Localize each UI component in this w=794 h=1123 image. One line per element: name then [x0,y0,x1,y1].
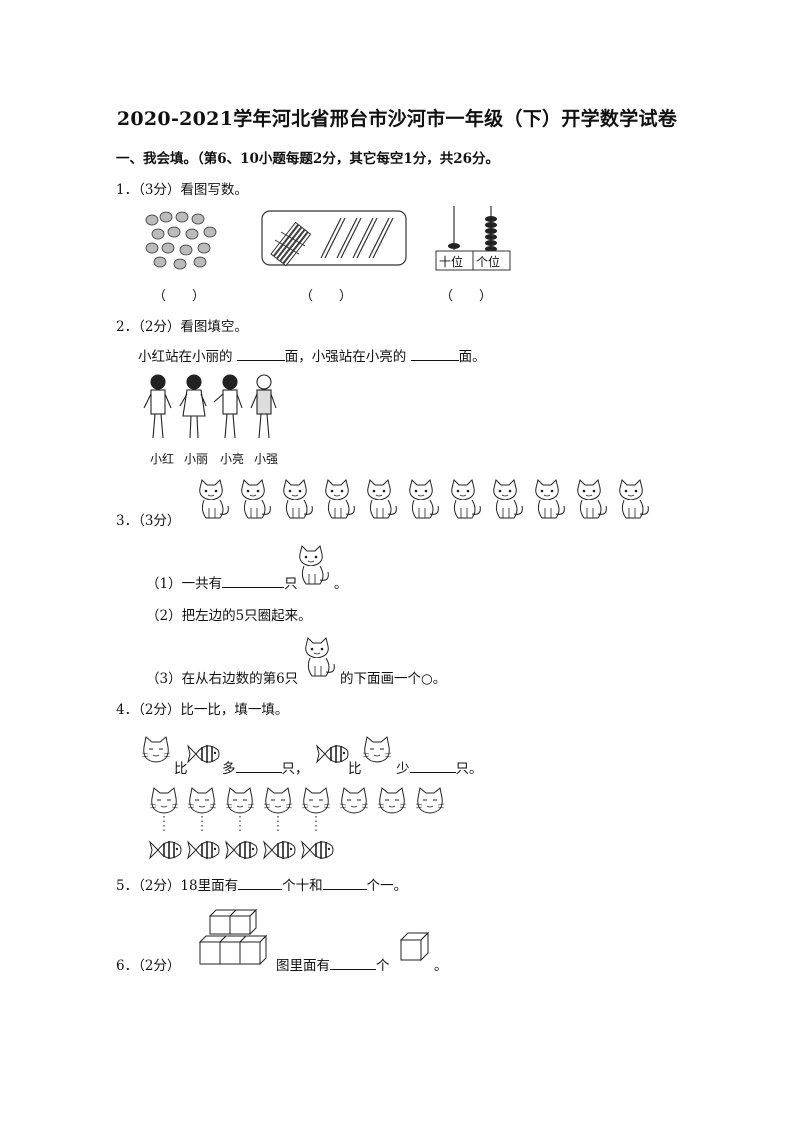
sentence-part-c: 面。 [458,349,486,365]
abacus-tens-label: 十位 [439,255,464,269]
page-title: 2020-2021学年河北省邢台市沙河市一年级（下）开学数学试卷 [116,108,678,130]
q4-text-unit2: 只。 [455,761,483,777]
answer-blank-3-1[interactable] [222,574,285,588]
sentence-part-b: 面，小强站在小亮的 [284,349,407,365]
sub1-text-c: 。 [334,576,348,592]
child-name-1: 小红 [150,452,175,466]
sentence-part-a: 小红站在小丽的 [138,349,233,365]
q4-text-more: 多 [222,761,236,777]
q4-text-2: 多 只， [222,757,309,777]
abacus-ones-label: 个位 [476,255,501,269]
question-2-heading: 2．（2分）看图填空。 [116,319,248,335]
cube-icon [399,931,430,962]
q6-text-b: 图里面有 [276,958,330,974]
answer-blank-4b[interactable] [409,759,456,773]
answer-blank-5b[interactable] [322,876,367,890]
q5-text-a: 5．（2分）18里面有 [116,878,239,894]
sub1-text-a: （1）一共有 [146,576,223,592]
q6-text-d: 。 [434,958,448,974]
answer-paren-2[interactable]: （ ） [300,289,353,304]
question-6-head: 6．（2分） [116,958,181,974]
answer-blank-6[interactable] [330,956,376,970]
section-heading: 一、我会填。（第6、10小题每题2分，其它每空1分，共26分。 [116,151,500,167]
q5-text-b: 个十和 [282,878,323,894]
cubes-image [198,908,268,966]
peanuts-image [145,211,217,270]
q5-text-c: 个一。 [366,878,408,894]
answer-paren-1[interactable]: （ ） [153,289,206,304]
question-3-sub3-a: （3）在从右边数的第6只 [146,671,299,687]
question-1-heading: 1．（3分）看图写数。 [116,182,248,198]
question-4-heading: 4．（2分）比一比，填一填。 [116,702,289,718]
q4-text-4: 比 [348,761,362,777]
abacus-image [435,206,511,271]
question-5: 5．（2分）18里面有 个十和 个一。 [116,874,407,894]
question-3-sub3-b: 的下面画一个○。 [340,671,447,687]
child-name-4: 小强 [254,452,279,466]
sub1-text-b: 只 [284,576,298,592]
question-3-heading: 3．（3分） [116,513,181,529]
question-3-sub1: （1）一共有 只 [146,572,298,592]
q4-text-unit: 只， [281,761,309,777]
q4-text-1: 比 [174,761,188,777]
q6-text-c: 个 [376,958,390,974]
child-name-3: 小亮 [220,452,245,466]
q4-text-less: 少 [396,761,410,777]
question-6-body: 图里面有 个 [276,954,390,974]
child-name-2: 小丽 [184,452,209,466]
question-2-sentence: 小红站在小丽的 面，小强站在小亮的 面。 [138,345,486,365]
answer-blank-5a[interactable] [238,876,283,890]
children-image [143,374,277,439]
answer-blank-4a[interactable] [235,759,282,773]
question-3-sub2: （2）把左边的5只圈起来。 [146,608,312,624]
sticks-image [261,210,407,267]
answer-blank-2a[interactable] [236,347,285,361]
answer-blank-2b[interactable] [410,347,459,361]
answer-paren-3[interactable]: （ ） [440,289,493,304]
q4-text-5: 少 只。 [396,757,483,777]
